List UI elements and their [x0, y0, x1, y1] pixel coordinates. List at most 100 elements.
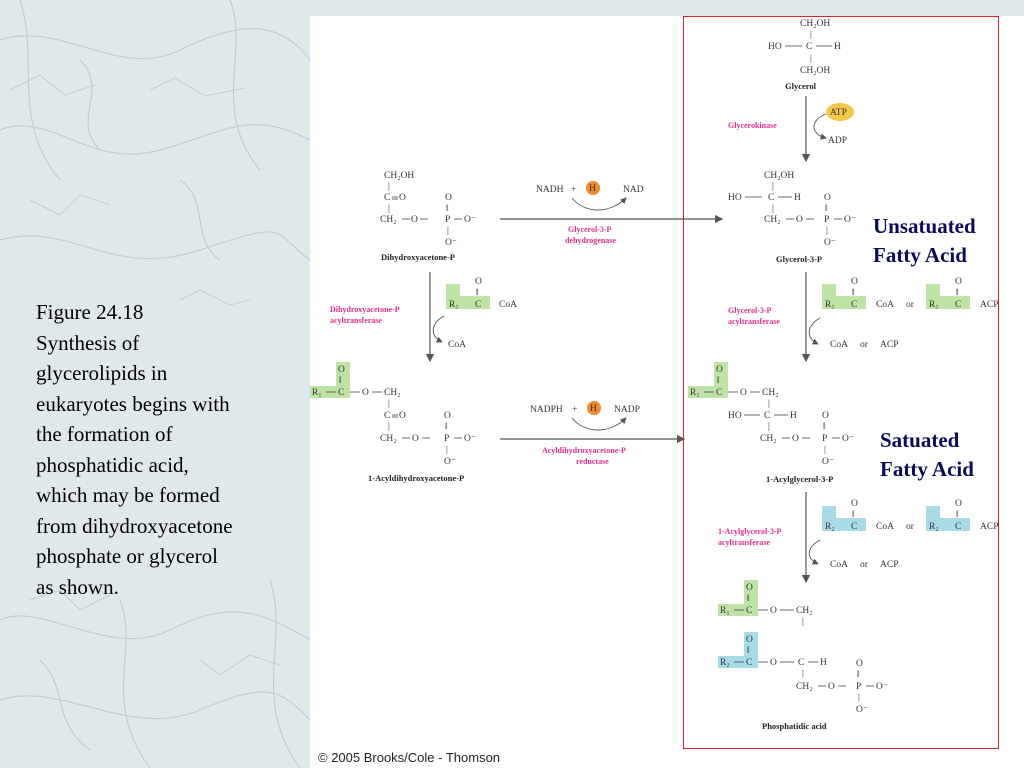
- svg-text:HO: HO: [768, 42, 782, 52]
- svg-text:O: O: [770, 658, 777, 668]
- svg-text:‖: ‖: [852, 288, 855, 298]
- svg-text:O: O: [746, 583, 753, 593]
- svg-text:|: |: [388, 399, 390, 409]
- svg-text:NADPH: NADPH: [530, 405, 563, 415]
- highlight-box: [683, 16, 999, 749]
- svg-text:C: C: [768, 193, 774, 203]
- g3p-label: Glycerol-3-P: [776, 254, 822, 264]
- svg-text:H: H: [590, 404, 597, 414]
- svg-text:O: O: [955, 499, 962, 509]
- svg-text:O⁻: O⁻: [824, 238, 836, 248]
- svg-text:Dihydroxyacetone-P: Dihydroxyacetone-P: [330, 305, 400, 314]
- svg-text:|: |: [858, 693, 860, 703]
- svg-text:P: P: [822, 434, 827, 444]
- svg-text:NAD: NAD: [623, 185, 644, 195]
- svg-text:‖: ‖: [747, 594, 750, 604]
- svg-text:R₁: R₁: [312, 388, 322, 398]
- svg-text:Glycerol-3-P: Glycerol-3-P: [568, 225, 612, 234]
- svg-text:HO: HO: [728, 193, 742, 203]
- svg-text:dehydrogenase: dehydrogenase: [565, 236, 616, 245]
- svg-text:C: C: [955, 522, 961, 532]
- svg-text:‖: ‖: [956, 510, 959, 520]
- svg-text:CH₂: CH₂: [380, 434, 397, 444]
- svg-text:acyltransferase: acyltransferase: [728, 317, 780, 326]
- svg-text:H: H: [790, 411, 797, 421]
- svg-text:O: O: [740, 388, 747, 398]
- svg-text:H: H: [820, 658, 827, 668]
- svg-text:NADH: NADH: [536, 185, 564, 195]
- svg-text:O: O: [955, 277, 962, 287]
- svg-text:O⁻: O⁻: [856, 705, 868, 715]
- svg-text:‖: ‖: [823, 422, 826, 432]
- svg-text:C: C: [746, 658, 752, 668]
- unsat-acyl-box: [446, 284, 490, 309]
- svg-text:C: C: [806, 42, 812, 52]
- svg-text:‖: ‖: [825, 204, 828, 214]
- svg-text:O: O: [411, 215, 418, 225]
- dhap-label: Dihydroxyacetone-P: [381, 252, 455, 262]
- svg-text:CoA: CoA: [830, 340, 848, 350]
- svg-text:C: C: [338, 388, 344, 398]
- svg-text:O: O: [792, 434, 799, 444]
- dhap-structure: CH₂OH | C O | CH₂ O O ‖ P O⁻ | O⁻: [380, 171, 476, 248]
- svg-text:O⁻: O⁻: [844, 215, 856, 225]
- svg-text:P: P: [824, 215, 829, 225]
- svg-text:|: |: [826, 226, 828, 236]
- svg-text:ACP: ACP: [880, 340, 898, 350]
- svg-text:O⁻: O⁻: [822, 457, 834, 467]
- svg-text:|: |: [388, 422, 390, 432]
- svg-text:O: O: [828, 682, 835, 692]
- svg-text:O: O: [716, 365, 723, 375]
- svg-text:or: or: [906, 522, 915, 532]
- svg-text:O: O: [856, 659, 863, 669]
- svg-text:O: O: [796, 215, 803, 225]
- svg-text:+: +: [572, 405, 577, 415]
- svg-text:O: O: [412, 434, 419, 444]
- svg-text:H: H: [589, 184, 596, 194]
- reaction-diagram: CH₂OH | HO C H | CH₂OH Glycerol Glycerok…: [310, 19, 998, 731]
- svg-text:O⁻: O⁻: [876, 682, 888, 692]
- svg-text:|: |: [388, 204, 390, 214]
- svg-text:O: O: [475, 277, 482, 287]
- svg-text:O: O: [851, 499, 858, 509]
- acyl-dhap-label: 1-Acyldihydroxyacetone-P: [368, 473, 464, 483]
- svg-text:ACP: ACP: [980, 300, 998, 310]
- svg-text:CH₂: CH₂: [760, 434, 777, 444]
- svg-text:O: O: [399, 193, 406, 203]
- svg-text:O⁻: O⁻: [464, 215, 476, 225]
- svg-text:O: O: [338, 365, 345, 375]
- svg-text:C: C: [475, 300, 481, 310]
- svg-text:or: or: [906, 300, 915, 310]
- svg-text:CH₂OH: CH₂OH: [764, 171, 794, 181]
- svg-text:|: |: [768, 399, 770, 409]
- svg-text:CH₂OH: CH₂OH: [800, 66, 830, 76]
- svg-text:R₂: R₂: [825, 522, 835, 532]
- svg-text:O: O: [824, 193, 831, 203]
- svg-text:Glycerol-3-P: Glycerol-3-P: [728, 306, 772, 315]
- svg-text:C: C: [746, 606, 752, 616]
- svg-text:|: |: [772, 182, 774, 192]
- svg-text:reductase: reductase: [576, 457, 609, 466]
- svg-text:|: |: [388, 182, 390, 192]
- svg-text:O: O: [746, 635, 753, 645]
- svg-text:CH₂OH: CH₂OH: [800, 19, 830, 29]
- svg-text:P: P: [856, 682, 861, 692]
- svg-text:C: C: [384, 193, 390, 203]
- svg-text:acyltransferase: acyltransferase: [718, 538, 770, 547]
- svg-text:‖: ‖: [747, 646, 750, 656]
- svg-text:O: O: [362, 388, 369, 398]
- g3p-structure: CH₂OH | HO C H | CH₂ O O ‖ P O⁻ | O⁻: [728, 171, 856, 248]
- svg-text:C: C: [764, 411, 770, 421]
- svg-text:or: or: [860, 560, 869, 570]
- phosphatidic-acid-label: Phosphatidic acid: [762, 721, 827, 731]
- acylglycerol-3p-label: 1-Acylglycerol-3-P: [766, 474, 833, 484]
- svg-text:R₂: R₂: [929, 522, 939, 532]
- svg-text:or: or: [860, 340, 869, 350]
- svg-text:NADP: NADP: [614, 405, 640, 415]
- glycerokinase-label: Glycerokinase: [728, 121, 777, 130]
- figure-panel: [310, 16, 1024, 768]
- svg-text:O⁻: O⁻: [444, 457, 456, 467]
- svg-text:+: +: [571, 185, 576, 195]
- svg-text:C: C: [955, 300, 961, 310]
- phosphatidic-acid-structure: R₁ C O ‖ O CH₂ | R₂ C O ‖ O C H | CH₂ O …: [718, 580, 888, 715]
